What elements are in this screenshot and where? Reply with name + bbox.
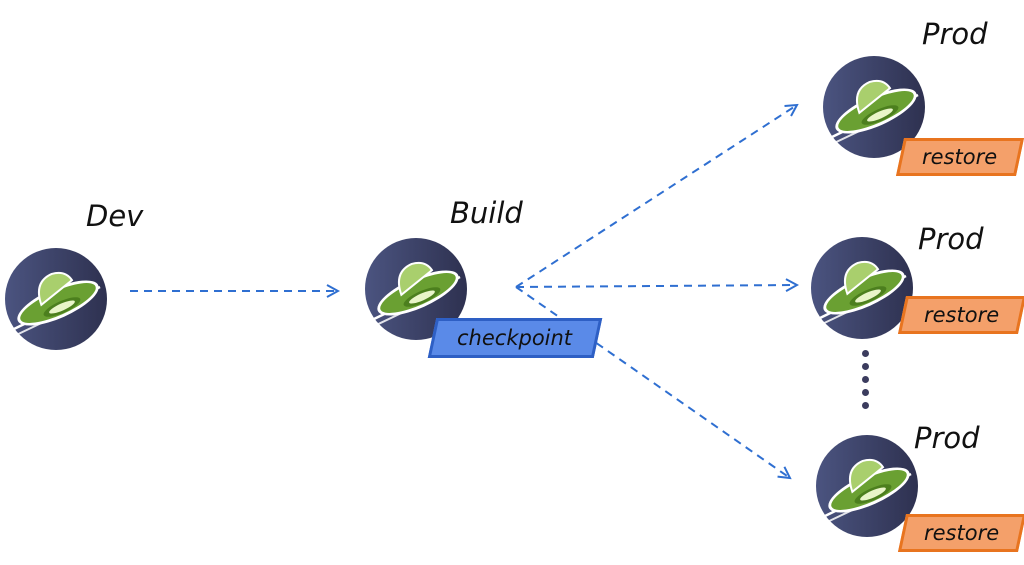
arrow-build-to-prod-3 [515,286,790,478]
node-label-prod: Prod [914,421,980,455]
node-label-build: Build [450,196,523,230]
vertical-dots-icon [862,350,870,415]
restore-tag: restore [895,138,1024,176]
checkpoint-tag: checkpoint [427,318,603,358]
node-label-dev: Dev [86,199,144,233]
ufo-logo-icon [810,236,914,340]
node-label-prod: Prod [922,17,988,51]
restore-tag: restore [897,296,1024,334]
node-label-prod: Prod [918,222,984,256]
restore-tag-label: restore [922,145,998,169]
checkpoint-tag-label: checkpoint [457,326,573,350]
restore-tag-label: restore [924,303,1000,327]
restore-tag-label: restore [924,521,1000,545]
restore-tag: restore [897,514,1024,552]
arrow-build-to-prod-2 [515,285,797,287]
ufo-logo-icon [364,237,468,341]
ufo-logo-icon [822,55,926,159]
ufo-logo-icon [4,247,108,351]
arrow-build-to-prod-1 [515,105,797,288]
ufo-logo-icon [815,434,919,538]
